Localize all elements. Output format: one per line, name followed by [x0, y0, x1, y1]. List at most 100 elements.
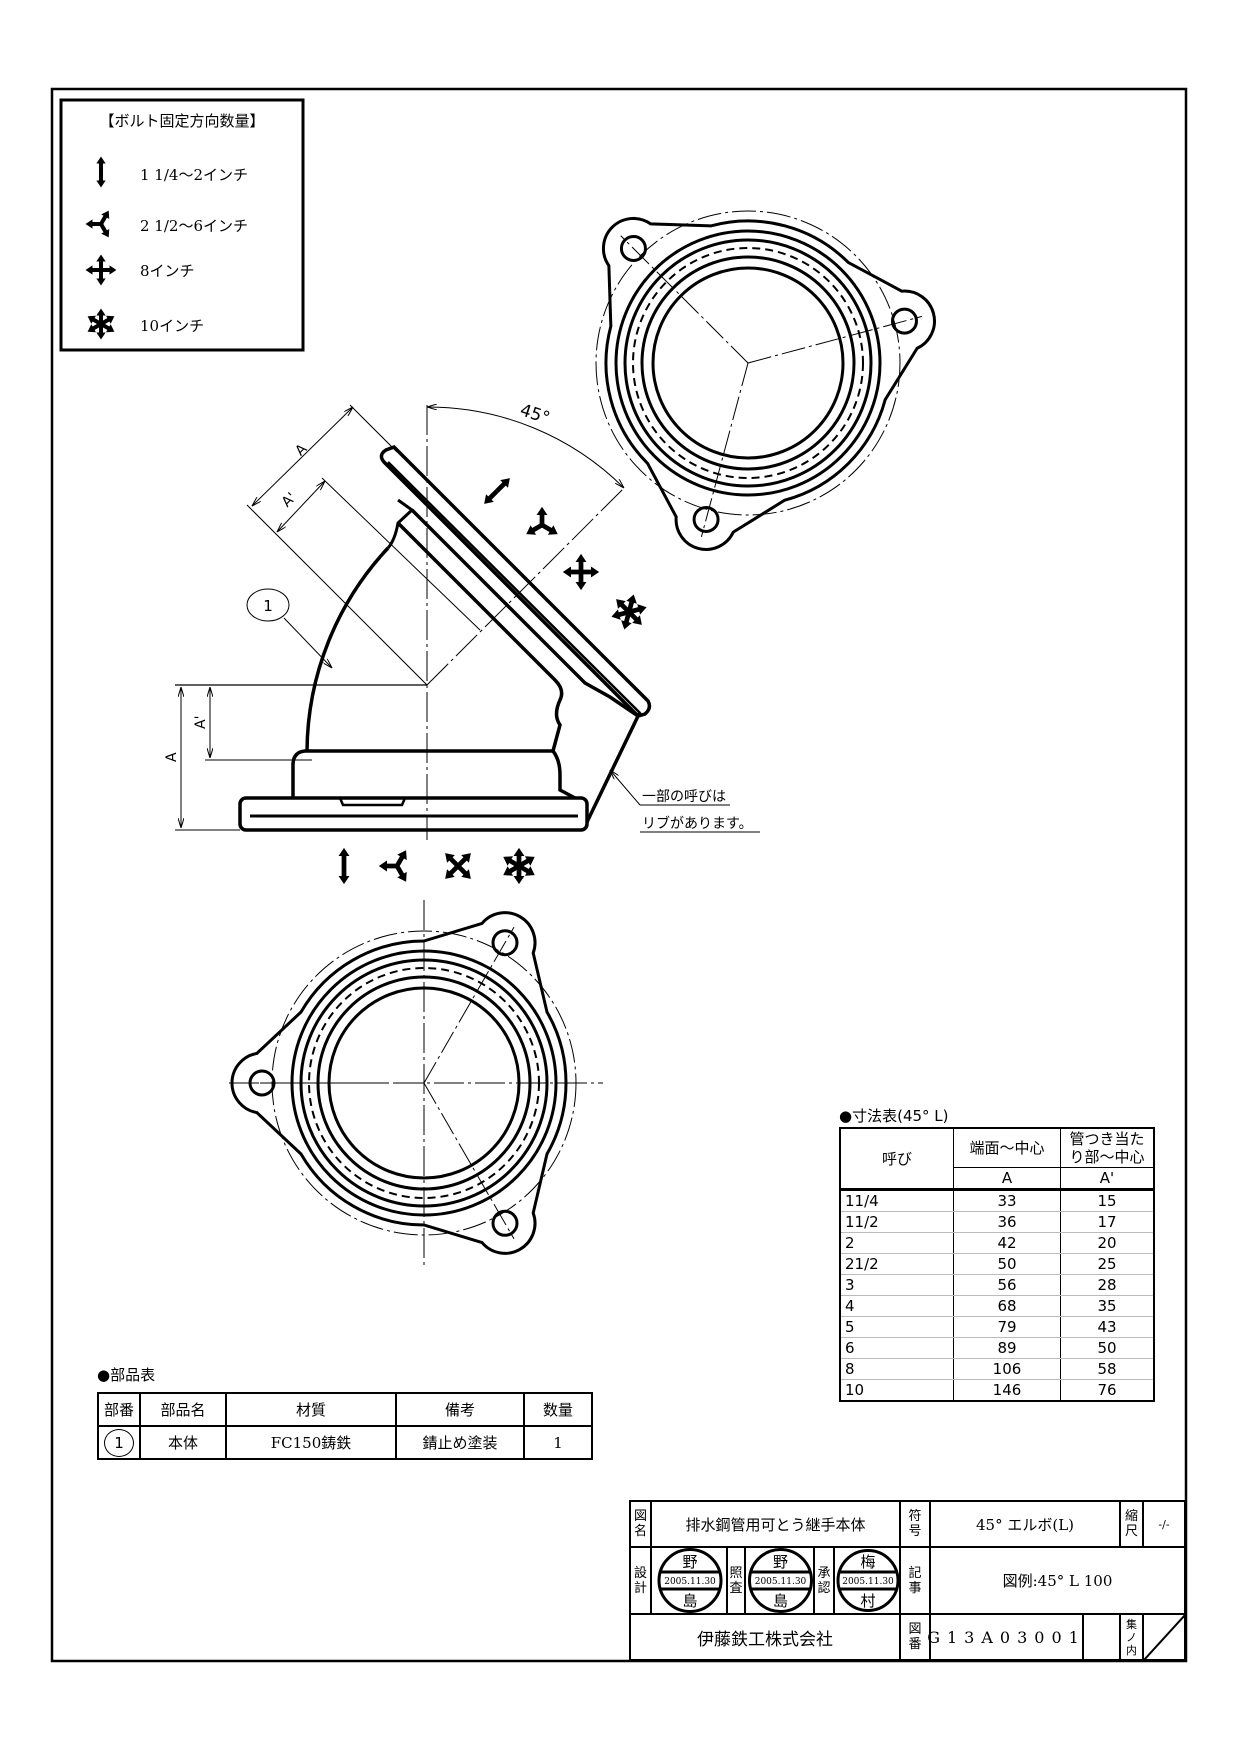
angle-label: 45° [517, 400, 552, 428]
flange-outline [601, 216, 936, 551]
sheet-label: 集ノ内 [1120, 1614, 1143, 1661]
check-label: 照査 [727, 1547, 745, 1614]
top-flange-view [595, 210, 936, 551]
scale-value: -/- [1143, 1500, 1186, 1547]
legend-item-label: 10インチ [140, 317, 204, 335]
col-header-part-no: 部番 [97, 1392, 141, 1427]
nominal: 10 [839, 1379, 954, 1402]
col-header-a-prime-title: 管つき当たり部〜中心 [1060, 1127, 1155, 1168]
a-value: 89 [953, 1337, 1061, 1359]
flange-bolt-direction-bottom [339, 840, 538, 891]
outer-phantom-circle [595, 210, 901, 516]
bolt-hole [619, 234, 647, 262]
a-value: 146 [953, 1379, 1061, 1402]
part-no-balloon: 1 [104, 1428, 134, 1457]
bolt-center-line [747, 315, 922, 364]
symbol-value: 45° エルボ(L) [930, 1500, 1120, 1547]
approve-label: 承認 [814, 1547, 834, 1614]
design-label: 設計 [629, 1547, 651, 1614]
nominal: 21/2 [839, 1253, 954, 1275]
a-value: 50 [953, 1253, 1061, 1275]
nominal: 4 [839, 1295, 954, 1317]
stamp-top: 野 [773, 1553, 788, 1571]
bolt-hole [491, 1209, 519, 1237]
stamp-date: 2005.11.30 [755, 1577, 807, 1587]
gasket-outer-ring [614, 229, 882, 497]
bottom-flange-view [229, 900, 603, 1265]
part-remarks: 錆止め塗装 [395, 1425, 525, 1460]
legend-item-label: 1 1/4〜2インチ [140, 166, 248, 184]
blank-cell [1083, 1614, 1120, 1661]
nominal: 8 [839, 1358, 954, 1380]
flange-outline [230, 911, 568, 1255]
six-way-arrow-icon [606, 590, 651, 635]
nominal: 2 [839, 1232, 954, 1254]
part-name: 本体 [139, 1425, 227, 1460]
double-arrow-icon [480, 474, 513, 507]
a-prime-value: 58 [1060, 1358, 1155, 1380]
parts-table: 部番 部品名 材質 備考 数量 1 本体 FC150鋳鉄 錆止め塗装 1 [97, 1392, 593, 1460]
a-prime-value: 35 [1060, 1295, 1155, 1317]
dim-a-prime-label-vertical: A' [193, 716, 209, 729]
nominal: 11/4 [839, 1189, 954, 1212]
flange-bolt-direction-diagonal [480, 474, 651, 634]
double-arrow-icon [339, 848, 350, 884]
legend-title: 【ボルト固定方向数量】 [99, 112, 264, 130]
parts-table-title: ●部品表 [97, 1366, 155, 1384]
elbow-side-view [175, 405, 760, 840]
six-way-arrow-icon [85, 309, 116, 340]
stamp-top: 梅 [860, 1553, 875, 1571]
drawing-name: 排水鋼管用可とう継手本体 [651, 1500, 900, 1547]
drawing-no-label: 図番 [900, 1614, 930, 1661]
remarks-label: 記事 [900, 1547, 930, 1614]
four-way-arrow-icon [563, 554, 599, 590]
a-prime-value: 43 [1060, 1316, 1155, 1338]
stamp-date: 2005.11.30 [842, 1577, 894, 1587]
col-header-material: 材質 [225, 1392, 397, 1427]
three-way-arrow-icon [86, 208, 113, 239]
symbol-label: 符号 [900, 1500, 930, 1547]
stamp-top: 野 [682, 1553, 697, 1571]
legend-item-label: 8インチ [140, 262, 195, 280]
nominal: 11/2 [839, 1211, 954, 1233]
bore-ring [651, 266, 845, 460]
col-header-a-prime: A' [1060, 1167, 1155, 1190]
bolt-center-line [620, 235, 749, 364]
gasket-ring [623, 238, 873, 488]
double-arrow-icon [96, 157, 105, 188]
hidden-ring [632, 247, 864, 479]
rib-note-line2: リブがあります。 [642, 815, 753, 832]
nominal: 6 [839, 1337, 954, 1359]
remarks-value: 図例:45° L 100 [930, 1547, 1186, 1614]
dim-a-prime-label-diagonal: A' [279, 490, 300, 511]
stamp-bottom: 村 [860, 1592, 875, 1610]
scale-label: 縮尺 [1120, 1500, 1143, 1547]
dimension-table-title: ●寸法表(45° L) [839, 1107, 949, 1125]
a-value: 106 [953, 1358, 1061, 1380]
col-header-quantity: 数量 [523, 1392, 593, 1427]
part-material: FC150鋳鉄 [225, 1425, 397, 1460]
bolt-center-line [423, 926, 515, 1084]
a-prime-value: 28 [1060, 1274, 1155, 1296]
bolt-center-line [700, 362, 749, 537]
drawing-no: G13A03001 [927, 1614, 1083, 1661]
three-way-arrow-icon [524, 507, 561, 539]
a-value: 68 [953, 1295, 1061, 1317]
three-way-arrow-icon [379, 848, 411, 885]
stamp-bottom: 島 [773, 1592, 788, 1610]
a-value: 33 [953, 1189, 1061, 1212]
bolt-direction-legend: 【ボルト固定方向数量】 1 1/4〜2インチ 2 1/2〜6インチ 8インチ 1… [59, 98, 305, 352]
a-value: 36 [953, 1211, 1061, 1233]
